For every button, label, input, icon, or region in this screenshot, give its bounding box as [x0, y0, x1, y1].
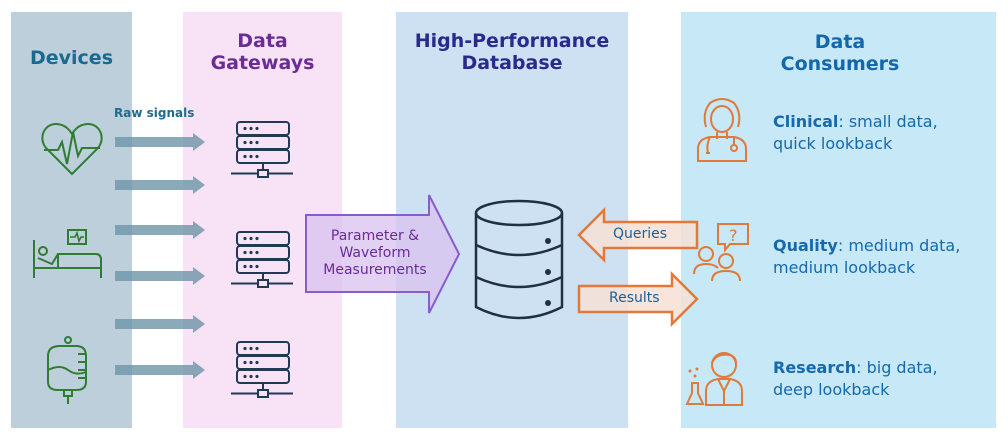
svg-text:?: ? [729, 226, 738, 245]
measurements-label-line1: Parameter & [330, 228, 420, 244]
measurements-label-line3: Measurements [323, 262, 427, 278]
raw-signals-label: Raw signals [114, 106, 195, 120]
devices-panel [11, 12, 132, 428]
consumer-quality-desc1: : medium data, [837, 236, 961, 255]
queries-arrow [577, 206, 699, 264]
consumer-quality-desc2: medium lookback [773, 258, 916, 277]
gateways-title-line1: Data [237, 30, 288, 52]
clinician-icon [697, 98, 747, 162]
database-title-line1: High-Performance [414, 30, 610, 52]
consumers-title-line1: Data [814, 31, 866, 53]
devices-title: Devices [11, 47, 132, 69]
consumer-research: Research: big data, deep lookback [773, 357, 938, 401]
raw-signal-arrow [115, 361, 205, 379]
results-arrow [577, 270, 699, 328]
consumer-research-role: Research [773, 358, 857, 377]
database-icon [474, 199, 564, 320]
gateways-title: Data Gateways [183, 30, 342, 74]
consumer-clinical: Clinical: small data, quick lookback [773, 111, 938, 155]
server-icon [231, 341, 293, 398]
database-title: High-Performance Database [380, 30, 644, 74]
raw-signal-arrow [115, 133, 205, 151]
consumer-clinical-desc2: quick lookback [773, 134, 893, 153]
quality-team-icon: ? [693, 223, 749, 282]
consumer-research-desc2: deep lookback [773, 380, 890, 399]
consumer-quality-role: Quality [773, 236, 838, 255]
raw-signal-arrow [115, 176, 205, 194]
devices-title-text: Devices [29, 47, 113, 69]
results-label: Results [609, 290, 660, 306]
consumer-research-desc1: : big data, [856, 358, 938, 377]
raw-signal-arrow [115, 315, 205, 333]
measurements-arrow [305, 194, 461, 314]
gateways-title-line2: Gateways [210, 52, 315, 74]
server-icon [231, 121, 293, 178]
researcher-icon [685, 352, 743, 406]
measurements-label: Parameter & Waveform Measurements [310, 228, 440, 279]
consumers-title-line2: Consumers [780, 53, 900, 75]
measurements-label-line2: Waveform [339, 245, 411, 261]
consumer-quality: Quality: medium data, medium lookback [773, 235, 960, 279]
heart-monitor-icon [41, 122, 103, 176]
raw-signal-arrow [115, 221, 205, 239]
server-icon [231, 231, 293, 288]
raw-signal-arrow [115, 267, 205, 285]
consumer-clinical-desc1: : small data, [838, 112, 938, 131]
consumers-title: Data Consumers [760, 31, 920, 75]
database-title-line2: Database [461, 52, 563, 74]
iv-bag-icon [47, 336, 87, 404]
consumer-clinical-role: Clinical [773, 112, 839, 131]
hospital-bed-icon [33, 229, 102, 278]
queries-label: Queries [613, 226, 668, 242]
